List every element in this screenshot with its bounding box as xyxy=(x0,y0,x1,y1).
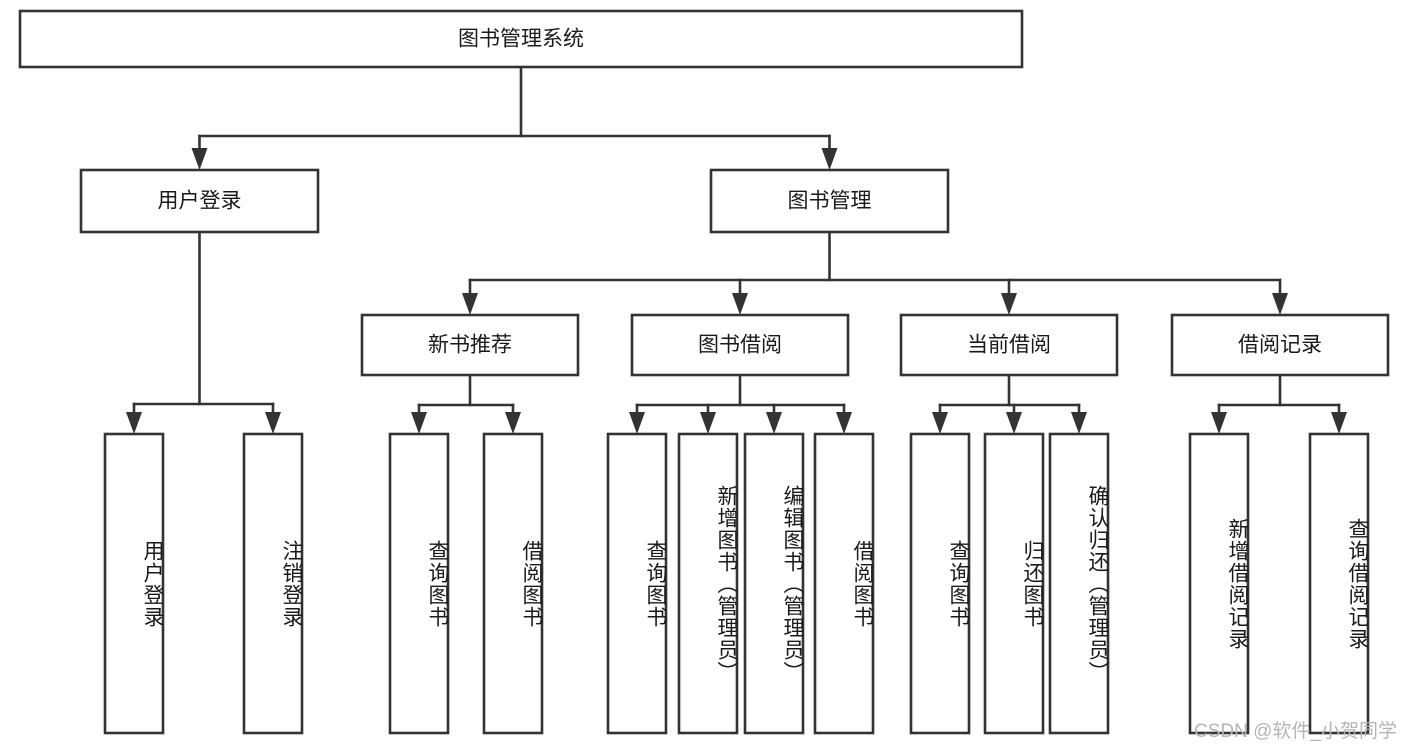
arrow-head-icon xyxy=(126,412,142,434)
node-book-manage-label: 图书管理 xyxy=(788,190,872,213)
connectors-layer xyxy=(126,65,1347,434)
arrow-head-icon xyxy=(462,293,478,315)
node-book-manage-box[interactable] xyxy=(709,168,950,234)
node-new-book-rec-label: 新书推荐 xyxy=(428,334,512,357)
arrow-head-icon xyxy=(732,293,748,315)
arrow-head-icon xyxy=(411,412,427,434)
node-leaf-add-book-box[interactable] xyxy=(677,432,739,735)
arrow-head-icon xyxy=(505,412,521,434)
root-node-box[interactable] xyxy=(18,9,1024,69)
node-leaf-user-login-box[interactable] xyxy=(103,432,165,735)
arrow-head-icon xyxy=(1071,412,1087,434)
csdn-watermark: CSDN @软件_小贺同学 xyxy=(1194,721,1397,742)
node-leaf-borrow-book-1-box[interactable] xyxy=(482,432,544,735)
node-current-borrow-label: 当前借阅 xyxy=(967,334,1051,357)
node-leaf-edit-book-box[interactable] xyxy=(743,432,805,735)
arrow-head-icon xyxy=(700,412,716,434)
node-book-borrow-label: 图书借阅 xyxy=(698,334,782,357)
node-leaf-add-record-box[interactable] xyxy=(1188,432,1250,735)
arrow-head-icon xyxy=(766,412,782,434)
arrow-head-icon xyxy=(836,412,852,434)
node-leaf-user-logout-box[interactable] xyxy=(242,432,304,735)
node-borrow-record-label: 借阅记录 xyxy=(1238,334,1322,357)
node-user-login-label: 用户登录 xyxy=(158,190,242,213)
node-leaf-query-book-3-box[interactable] xyxy=(909,432,971,735)
node-current-borrow-box[interactable] xyxy=(899,313,1119,377)
node-borrow-record-box[interactable] xyxy=(1170,313,1390,377)
node-leaf-query-book-1-box[interactable] xyxy=(388,432,450,735)
boxes-layer xyxy=(18,9,1390,735)
arrow-head-icon xyxy=(265,412,281,434)
arrow-head-icon xyxy=(1272,293,1288,315)
node-book-borrow-box[interactable] xyxy=(630,313,850,377)
node-leaf-return-book-box[interactable] xyxy=(983,432,1045,735)
node-leaf-query-record-box[interactable] xyxy=(1308,432,1370,735)
node-leaf-query-book-2-box[interactable] xyxy=(606,432,668,735)
arrow-head-icon xyxy=(191,148,208,170)
node-leaf-borrow-book-2-box[interactable] xyxy=(813,432,875,735)
arrow-head-icon xyxy=(1001,293,1017,315)
arrow-head-icon xyxy=(629,412,645,434)
root-node-label: 图书管理系统 xyxy=(458,28,584,51)
arrow-head-icon xyxy=(1331,412,1347,434)
node-leaf-confirm-return-box[interactable] xyxy=(1048,432,1110,735)
arrow-head-icon xyxy=(1211,412,1227,434)
node-user-login-box[interactable] xyxy=(79,168,320,234)
node-new-book-rec-box[interactable] xyxy=(360,313,580,377)
arrow-head-icon xyxy=(821,148,838,170)
arrow-head-icon xyxy=(932,412,948,434)
arrow-head-icon xyxy=(1006,412,1022,434)
